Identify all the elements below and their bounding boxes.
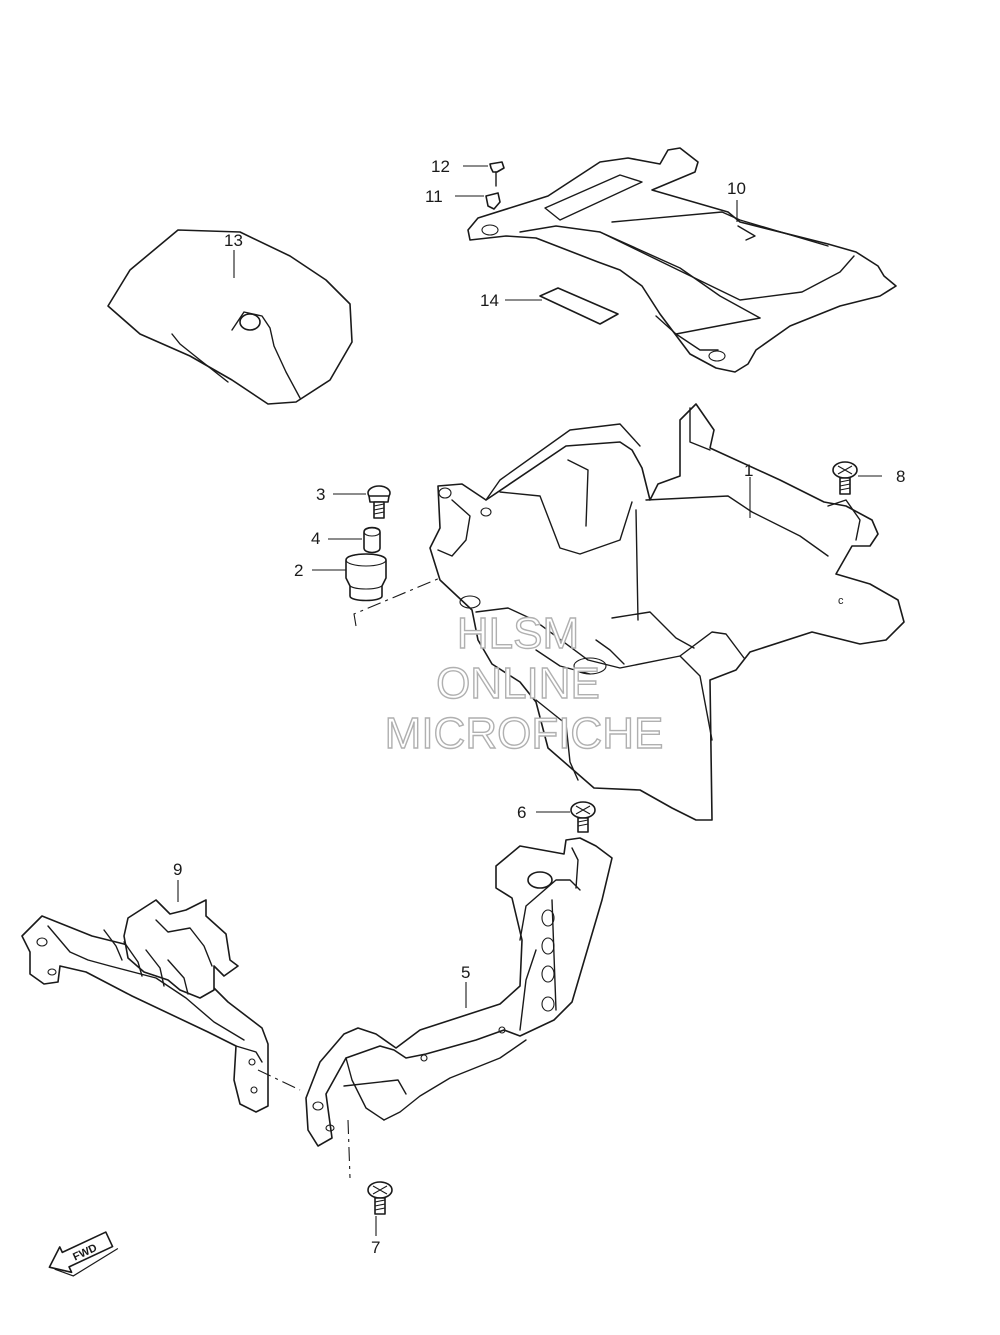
part-13-cap[interactable] — [107, 229, 353, 405]
leader-lines — [177, 165, 882, 1236]
watermark-line-1: HLSM — [457, 609, 579, 658]
callout-8: 8 — [896, 467, 905, 486]
watermark-line-3: MICROFICHE — [385, 709, 664, 758]
callout-2: 2 — [294, 561, 303, 580]
part-2-grommet[interactable] — [345, 553, 387, 602]
callout-7: 7 — [371, 1238, 380, 1257]
callout-14: 14 — [480, 291, 499, 310]
callout-numbers: 12 11 10 13 14 1 8 3 4 2 6 9 5 7 — [173, 157, 905, 1257]
part-7-bolt[interactable] — [367, 1181, 393, 1215]
callout-4: 4 — [311, 529, 320, 548]
part-3-screw[interactable] — [367, 485, 391, 519]
part-11-grommet[interactable] — [485, 192, 501, 210]
watermark: HLSM ONLINE MICROFICHE — [384, 608, 664, 758]
assembly-line-5-9 — [257, 1069, 301, 1091]
part-14-pad[interactable] — [539, 287, 619, 325]
part-12-pin[interactable] — [489, 161, 505, 187]
callout-1: 1 — [744, 461, 753, 480]
part-4-collar[interactable] — [363, 526, 381, 554]
part-8-bolt[interactable] — [832, 461, 858, 495]
part-6-bolt[interactable] — [570, 801, 596, 833]
callout-10: 10 — [727, 179, 746, 198]
callout-3: 3 — [316, 485, 325, 504]
part-1-box[interactable]: c — [429, 403, 905, 821]
box-mark: c — [838, 595, 844, 607]
fwd-label: FWD — [71, 1242, 99, 1263]
callout-5: 5 — [461, 963, 470, 982]
assembly-line-7 — [347, 1119, 351, 1179]
callout-12: 12 — [431, 157, 450, 176]
watermark-line-2: ONLINE — [436, 659, 600, 708]
callout-13: 13 — [224, 231, 243, 250]
part-5-bracket[interactable] — [305, 837, 613, 1147]
part-10-cover[interactable] — [467, 147, 897, 373]
callout-6: 6 — [517, 803, 526, 822]
assembly-line-2 — [353, 577, 441, 627]
callout-9: 9 — [173, 860, 182, 879]
callout-11: 11 — [425, 187, 443, 206]
fwd-arrow-icon: FWD — [48, 1231, 119, 1277]
part-9-bracket[interactable] — [21, 899, 269, 1113]
